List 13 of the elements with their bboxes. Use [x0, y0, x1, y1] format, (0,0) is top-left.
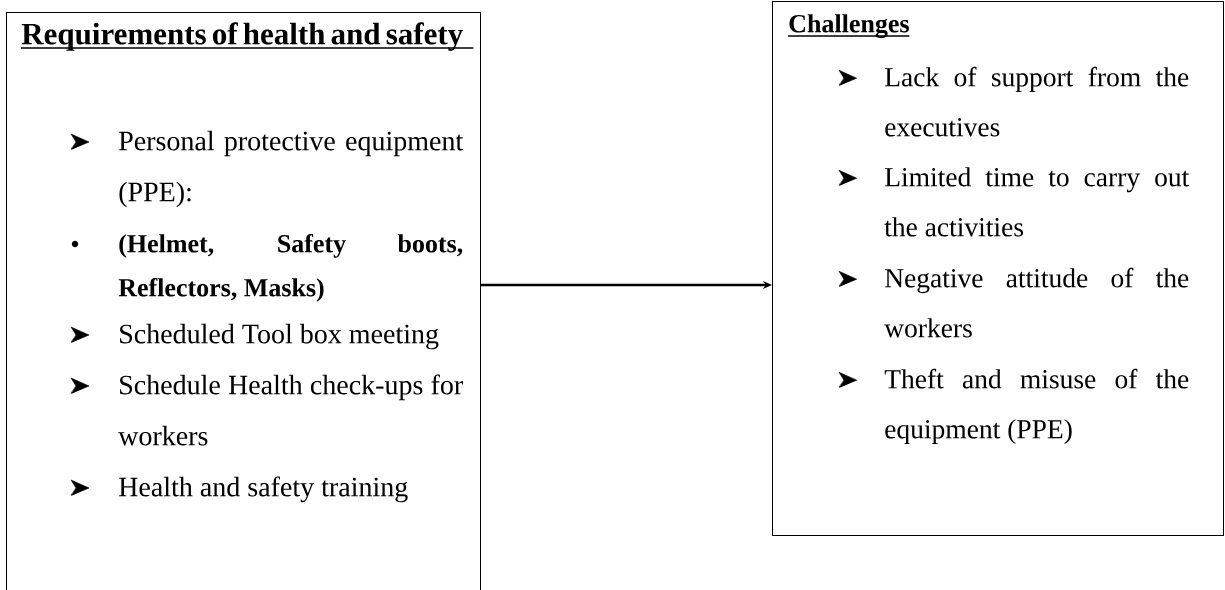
list-item: Schedule Health check-ups for workers	[70, 374, 463, 446]
list-item: Negative attitude of the workers	[838, 267, 1189, 338]
list-item: (Helmet, Safety boots, Reflectors, Masks)	[71, 233, 463, 302]
box-heading: Challenges	[787, 14, 911, 38]
list-item: Theft and misuse of the equipment (PPE)	[838, 368, 1189, 445]
list-item: Scheduled Tool box meeting	[70, 323, 439, 350]
list-item: Personal protective equipment (PPE):	[70, 130, 464, 208]
list-item: Lack of support from the executives	[838, 66, 1189, 137]
list-box	[772, 1, 1224, 536]
box-heading: Requirements of health and safety	[20, 22, 475, 51]
list-item: Health and safety training	[70, 476, 408, 503]
list-item: Limited time to carry out the activities	[838, 167, 1190, 237]
list-box	[6, 12, 481, 590]
